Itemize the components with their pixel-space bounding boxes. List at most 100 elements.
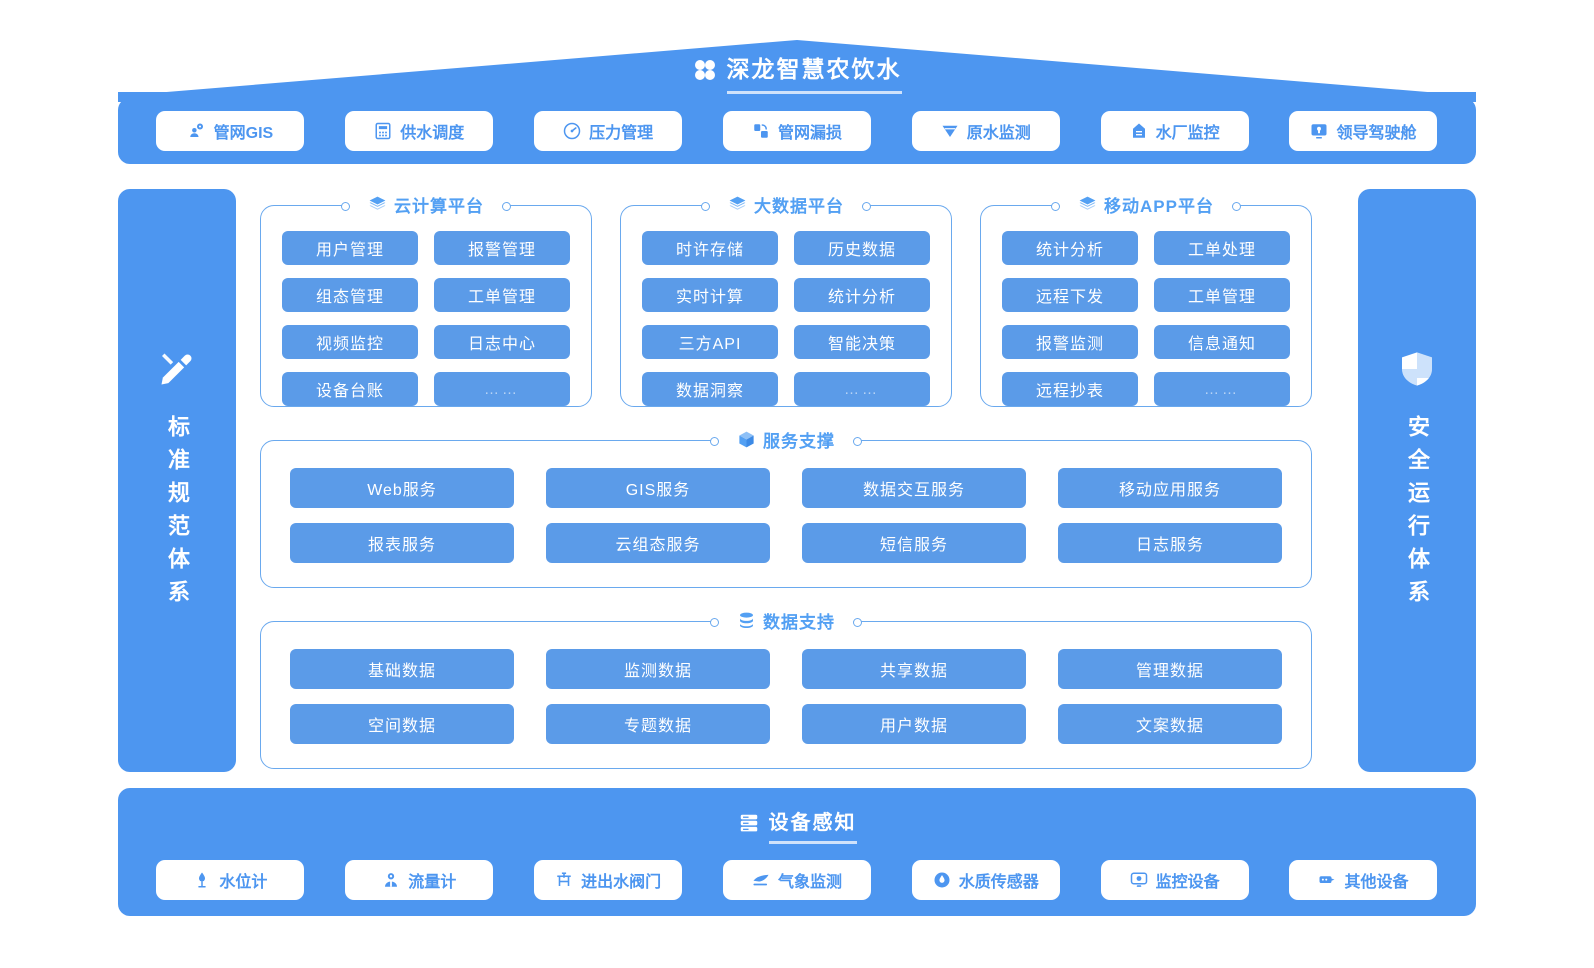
tile[interactable]: 数据交互服务 xyxy=(802,468,1026,508)
nav-item-leader-cockpit[interactable]: 领导驾驶舱 xyxy=(1289,111,1438,151)
map-pin-network-icon xyxy=(188,122,206,140)
nav-item-plant-monitor[interactable]: 水厂监控 xyxy=(1100,111,1249,151)
tile[interactable]: 实时计算 xyxy=(642,278,778,312)
device-item-label: 监控设备 xyxy=(1155,874,1220,891)
panel-title-bigdata: 大数据平台 xyxy=(719,192,853,217)
tile[interactable]: 云组态服务 xyxy=(546,523,770,563)
dashboard-screen-icon xyxy=(1310,122,1328,140)
tile[interactable]: 用户数据 xyxy=(802,704,1026,744)
device-item-flow-meter[interactable]: 流量计 xyxy=(345,860,494,900)
tile[interactable]: 日志中心 xyxy=(434,325,570,359)
tile[interactable]: 统计分析 xyxy=(1002,231,1138,265)
nav-item-raw-water-monitor[interactable]: 原水监测 xyxy=(911,111,1060,151)
layers-icon xyxy=(1078,195,1097,214)
tile[interactable]: 工单管理 xyxy=(434,278,570,312)
tile[interactable]: 监测数据 xyxy=(546,649,770,689)
device-item-valve[interactable]: 进出水阀门 xyxy=(534,860,683,900)
tile[interactable]: 视频监控 xyxy=(282,325,418,359)
tile[interactable]: 历史数据 xyxy=(794,231,930,265)
shield-icon xyxy=(1397,349,1437,389)
weather-icon xyxy=(752,871,770,889)
tile[interactable]: 智能决策 xyxy=(794,325,930,359)
tile[interactable]: 远程下发 xyxy=(1002,278,1138,312)
device-list: 水位计 流量计 xyxy=(118,860,1476,900)
tile[interactable]: 专题数据 xyxy=(546,704,770,744)
panel-data-support: 数据支持 基础数据 监测数据 共享数据 管理数据 空间数据 专题数据 用户数据 … xyxy=(260,608,1312,769)
tile-more[interactable]: …… xyxy=(794,372,930,406)
nav-item-label: 压力管理 xyxy=(589,125,654,142)
layers-icon xyxy=(368,195,387,214)
nav-item-label: 水厂监控 xyxy=(1155,125,1220,142)
nav-item-label: 供水调度 xyxy=(400,125,465,142)
app-title-block: 深龙智慧农饮水 xyxy=(0,50,1594,94)
left-pillar-label: 标准规范体系 xyxy=(165,414,190,613)
panel-title-data: 数据支持 xyxy=(728,608,844,633)
tile[interactable]: 报警监测 xyxy=(1002,325,1138,359)
tile[interactable]: 文案数据 xyxy=(1058,704,1282,744)
tile[interactable]: 管理数据 xyxy=(1058,649,1282,689)
tile[interactable]: 共享数据 xyxy=(802,649,1026,689)
nav-item-label: 原水监测 xyxy=(966,125,1031,142)
tile[interactable]: 工单处理 xyxy=(1154,231,1290,265)
device-item-label: 进出水阀门 xyxy=(581,874,662,891)
tile-grid: 基础数据 监测数据 共享数据 管理数据 空间数据 专题数据 用户数据 文案数据 xyxy=(290,649,1282,744)
device-item-weather[interactable]: 气象监测 xyxy=(722,860,871,900)
tile[interactable]: 信息通知 xyxy=(1154,325,1290,359)
nav-item-pipe-gis[interactable]: 管网GIS xyxy=(156,111,305,151)
nav-item-pressure[interactable]: 压力管理 xyxy=(534,111,683,151)
pipe-leak-icon xyxy=(752,122,770,140)
panel-title-label: 数据支持 xyxy=(763,613,835,632)
tile[interactable]: 时许存储 xyxy=(642,231,778,265)
tile[interactable]: 统计分析 xyxy=(794,278,930,312)
page-title: 深龙智慧农饮水 xyxy=(726,50,902,94)
device-perception-bar: 设备感知 水位计 xyxy=(118,788,1476,916)
layers-icon xyxy=(728,195,747,214)
panel-title-label: 服务支撑 xyxy=(763,432,835,451)
tile[interactable]: 三方API xyxy=(642,325,778,359)
nav-item-label: 管网漏损 xyxy=(777,125,842,142)
tile[interactable]: 远程抄表 xyxy=(1002,372,1138,406)
database-icon xyxy=(737,611,756,630)
nav-item-pipe-leakage[interactable]: 管网漏损 xyxy=(722,111,871,151)
tile[interactable]: 组态管理 xyxy=(282,278,418,312)
panel-title-cloud: 云计算平台 xyxy=(359,192,493,217)
tile[interactable]: GIS服务 xyxy=(546,468,770,508)
panel-title-label: 云计算平台 xyxy=(394,197,484,216)
panel-cloud-platform: 云计算平台 用户管理 报警管理 组态管理 工单管理 视频监控 日志中心 设备台账… xyxy=(260,192,592,407)
nav-item-water-dispatch[interactable]: 供水调度 xyxy=(345,111,494,151)
tile-grid: 用户管理 报警管理 组态管理 工单管理 视频监控 日志中心 设备台账 …… xyxy=(282,231,570,406)
water-quality-sensor-icon xyxy=(933,871,951,889)
tile[interactable]: 报表服务 xyxy=(290,523,514,563)
panel-mobile-app-platform: 移动APP平台 统计分析 工单处理 远程下发 工单管理 报警监测 信息通知 远程… xyxy=(980,192,1312,407)
tile[interactable]: 用户管理 xyxy=(282,231,418,265)
device-item-camera[interactable]: 监控设备 xyxy=(1100,860,1249,900)
tile[interactable]: 工单管理 xyxy=(1154,278,1290,312)
device-item-water-quality-sensor[interactable]: 水质传感器 xyxy=(911,860,1060,900)
right-pillar-security: 安全运行体系 xyxy=(1358,189,1476,772)
device-item-label: 其他设备 xyxy=(1344,874,1409,891)
roof-shape xyxy=(118,40,1476,102)
tile[interactable]: Web服务 xyxy=(290,468,514,508)
device-layer-title-block: 设备感知 xyxy=(118,806,1476,844)
left-pillar-standards: 标准规范体系 xyxy=(118,189,236,772)
device-icon xyxy=(1318,871,1336,889)
device-item-other[interactable]: 其他设备 xyxy=(1289,860,1438,900)
tile-more[interactable]: …… xyxy=(434,372,570,406)
tile[interactable]: 设备台账 xyxy=(282,372,418,406)
tile-more[interactable]: …… xyxy=(1154,372,1290,406)
tile[interactable]: 短信服务 xyxy=(802,523,1026,563)
tile[interactable]: 数据洞察 xyxy=(642,372,778,406)
device-item-level-gauge[interactable]: 水位计 xyxy=(156,860,305,900)
tile[interactable]: 日志服务 xyxy=(1058,523,1282,563)
camera-icon xyxy=(1130,871,1148,889)
nav-item-label: 领导驾驶舱 xyxy=(1336,125,1417,142)
panel-title-label: 移动APP平台 xyxy=(1104,197,1214,216)
cube-icon xyxy=(737,430,756,449)
tile[interactable]: 移动应用服务 xyxy=(1058,468,1282,508)
tile[interactable]: 报警管理 xyxy=(434,231,570,265)
flow-meter-icon xyxy=(382,871,400,889)
level-gauge-icon xyxy=(193,871,211,889)
tile[interactable]: 基础数据 xyxy=(290,649,514,689)
tile[interactable]: 空间数据 xyxy=(290,704,514,744)
